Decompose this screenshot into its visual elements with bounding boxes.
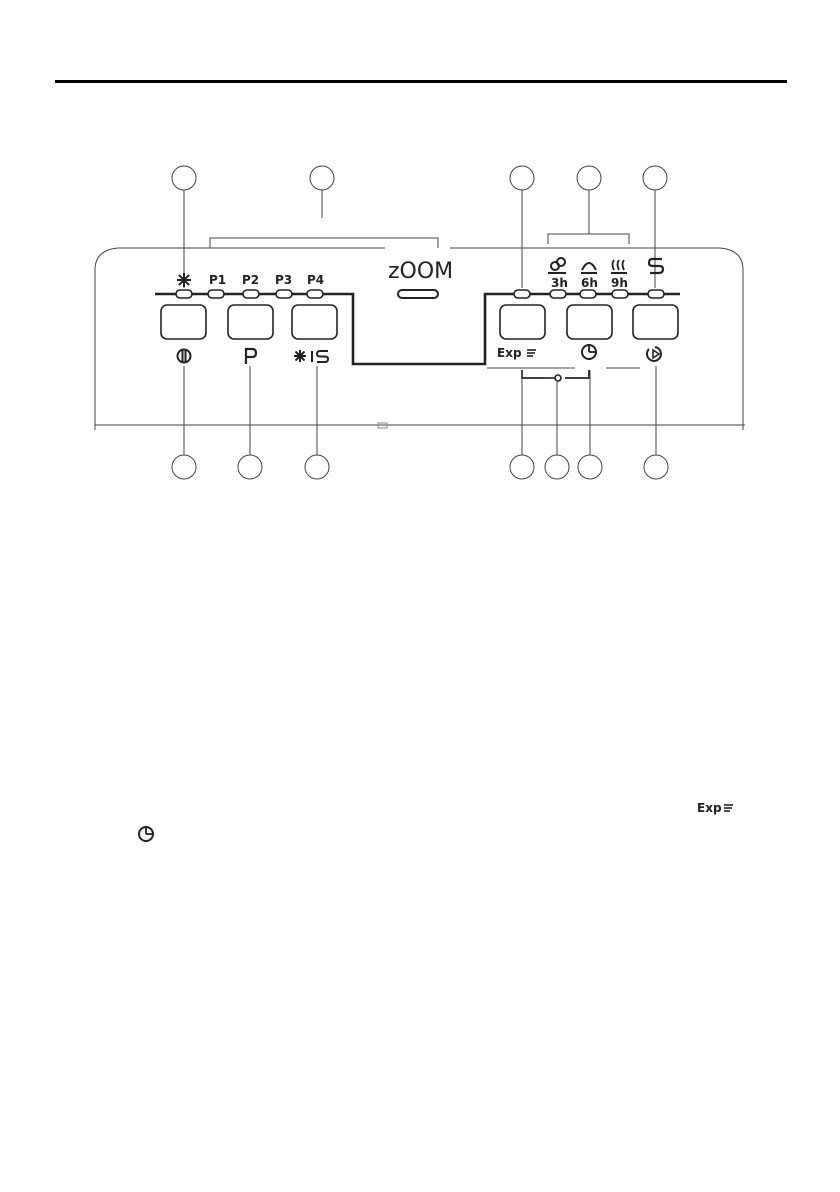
delay-label-6h: 6h bbox=[581, 276, 598, 290]
wash-normal-icon bbox=[581, 263, 597, 273]
express-lines-icon bbox=[527, 350, 536, 356]
panel-buttons bbox=[161, 305, 678, 339]
timer-icon bbox=[582, 345, 596, 359]
program-label-p1: P1 bbox=[209, 273, 226, 287]
onoff-button bbox=[161, 305, 206, 339]
program-label-p4: P4 bbox=[307, 273, 324, 287]
led-indicator bbox=[648, 290, 664, 298]
delay-label-9h: 9h bbox=[611, 276, 628, 290]
callout-markers-top bbox=[172, 166, 667, 190]
led-indicator bbox=[208, 290, 224, 298]
program-p-icon bbox=[246, 349, 256, 364]
start-button bbox=[633, 305, 678, 339]
led-indicator bbox=[612, 290, 628, 298]
led-indicator bbox=[550, 290, 566, 298]
delay-label-3h: 3h bbox=[551, 276, 568, 290]
key-icon bbox=[545, 375, 561, 381]
led-indicator bbox=[243, 290, 259, 298]
callout-markers-bottom bbox=[172, 455, 668, 479]
callout-marker bbox=[577, 166, 601, 190]
wash-intensive-icon bbox=[548, 258, 566, 273]
footnote-timer-icon bbox=[139, 827, 153, 841]
salt-rinse-icon bbox=[649, 259, 663, 273]
led-indicator bbox=[580, 290, 596, 298]
callout-marker bbox=[310, 166, 334, 190]
led-indicator bbox=[307, 290, 323, 298]
zoom-logo: zOOM bbox=[388, 259, 453, 284]
callout-marker bbox=[643, 166, 667, 190]
callout-marker bbox=[172, 455, 196, 479]
footnote-express-label: Exp bbox=[697, 801, 722, 815]
snowflake-icon bbox=[177, 273, 191, 287]
indicator-toggle-button bbox=[292, 305, 337, 339]
callout-marker bbox=[578, 455, 602, 479]
callout-marker bbox=[305, 455, 329, 479]
callout-marker bbox=[510, 455, 534, 479]
callout-marker bbox=[172, 166, 196, 190]
program-label-p3: P3 bbox=[275, 273, 292, 287]
zoom-led-bar bbox=[398, 290, 438, 298]
program-label-p2: P2 bbox=[242, 273, 259, 287]
express-button bbox=[500, 305, 545, 339]
callout-marker bbox=[644, 455, 668, 479]
led-indicator bbox=[276, 290, 292, 298]
power-icon bbox=[178, 350, 191, 363]
callout-marker bbox=[238, 455, 262, 479]
led-indicator bbox=[514, 290, 530, 298]
program-button bbox=[228, 305, 273, 339]
express-label: Exp bbox=[497, 346, 522, 360]
callout-marker bbox=[510, 166, 534, 190]
callout-marker bbox=[545, 455, 569, 479]
snowflake-salt-icon bbox=[294, 350, 328, 362]
delay-button bbox=[567, 305, 612, 339]
led-indicator bbox=[176, 290, 192, 298]
footnote-express-lines-icon bbox=[724, 805, 733, 811]
drying-icon bbox=[611, 260, 627, 273]
start-pause-icon bbox=[647, 347, 661, 361]
leader-lines-bottom bbox=[184, 366, 656, 455]
